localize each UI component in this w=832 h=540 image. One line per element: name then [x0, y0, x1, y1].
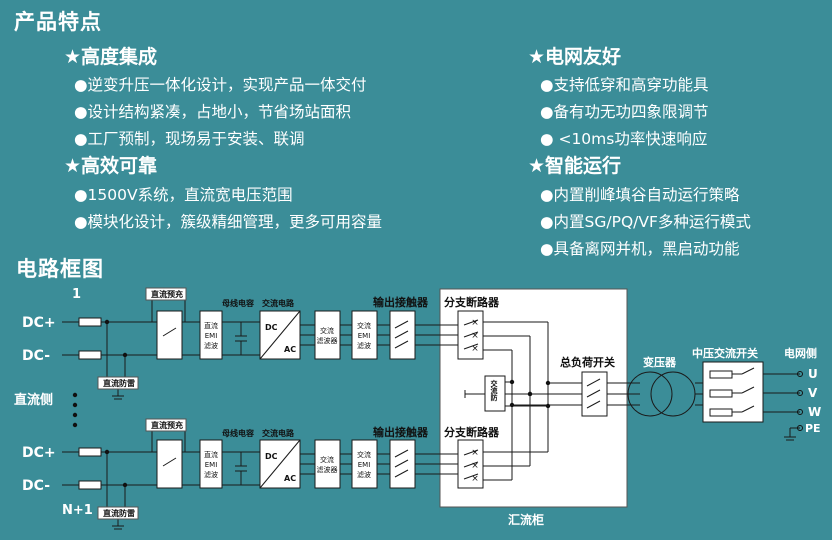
feature-title: ★电网友好 — [528, 46, 622, 68]
feature-item: ●逆变升压一体化设计，实现产品一体交付 — [74, 76, 367, 94]
inverter-dc-label-2: DC — [265, 452, 278, 461]
feature-item: ●模块化设计，簇级精细管理，更多可用容量 — [74, 213, 383, 231]
precharge-label: 直流预充 — [151, 289, 183, 299]
circuit-title: 电路框图 — [16, 257, 104, 281]
ac-circuit-label-2: 交流电路 — [262, 428, 295, 438]
feature-item: ●设计结构紧凑，占地小，节省场站面积 — [74, 103, 352, 121]
dc-plus-label-2: DC+ — [22, 445, 56, 461]
phase-v-label: V — [808, 386, 818, 400]
lightning-label-2: 直流防雷 — [103, 508, 135, 518]
feature-title: ★智能运行 — [528, 155, 622, 177]
pe-label: PE — [805, 422, 821, 435]
ac-lightning-label: 交流防 — [490, 379, 499, 402]
branch-breaker-label-2: 分支断路器 — [444, 425, 500, 439]
dc-emi-line3: 滤波 — [204, 341, 218, 350]
main-switch-label: 总负荷开关 — [560, 355, 615, 369]
combiner-label: 汇流柜 — [508, 512, 544, 527]
phase-u-label: U — [808, 367, 818, 381]
output-contactor-label-2: 输出接触器 — [373, 425, 429, 439]
svg-text:×: × — [471, 344, 479, 354]
phase-w-label: W — [808, 405, 821, 419]
dc-emi-line3-2: 滤波 — [204, 470, 218, 479]
mv-switch-label: 中压交流开关 — [692, 346, 758, 360]
unit-last-label: N+1 — [62, 503, 93, 518]
dc-emi-line1-2: 直流 — [204, 450, 218, 459]
ac-filter-line1-2: 交流 — [320, 455, 334, 464]
dc-side-label: 直流侧 — [14, 392, 53, 408]
ac-emi-line2: EMI — [358, 332, 371, 340]
unit-first-label: 1 — [72, 287, 81, 302]
ac-filter-line1: 交流 — [320, 326, 334, 335]
feature-item: ●内置削峰填谷自动运行策略 — [540, 186, 740, 204]
inverter-ac-label-2: AC — [284, 474, 296, 483]
feature-item: ●内置SG/PQ/VF多种运行模式 — [540, 213, 751, 231]
inverter-dc-label: DC — [265, 323, 278, 332]
grid-side-label: 电网侧 — [784, 346, 817, 360]
dc-emi-line2: EMI — [205, 332, 218, 340]
feature-item: ●1500V系统，直流宽电压范围 — [74, 186, 293, 204]
feature-item: ●具备离网并机，黑启动功能 — [540, 240, 740, 258]
ac-emi-line3: 滤波 — [357, 341, 371, 350]
bus-cap-label-2: 母线电容 — [222, 428, 254, 438]
svg-text:×: × — [471, 331, 479, 341]
svg-text:×: × — [471, 448, 479, 458]
transformer-label: 变压器 — [643, 355, 677, 369]
feature-title: ★高度集成 — [64, 46, 158, 68]
ac-filter-line2: 滤波器 — [317, 336, 338, 345]
dc-emi-line1: 直流 — [204, 321, 218, 330]
svg-text:×: × — [471, 474, 479, 484]
feature-item: ● <10ms功率快速响应 — [540, 130, 708, 148]
feature-title: ★高效可靠 — [64, 155, 158, 177]
precharge-label-2: 直流预充 — [151, 420, 183, 430]
ac-emi-line3-2: 滤波 — [357, 470, 371, 479]
feature-item: ●工厂预制，现场易于安装、联调 — [74, 130, 305, 148]
dc-emi-line2-2: EMI — [205, 461, 218, 469]
ac-emi-line2-2: EMI — [358, 461, 371, 469]
lightning-label: 直流防雷 — [103, 378, 135, 388]
feature-item: ●支持低穿和高穿功能具 — [540, 76, 709, 94]
features-left-2: ★高效可靠 ●1500V系统，直流宽电压范围 ●模块化设计，簇级精细管理，更多可… — [64, 151, 382, 232]
features-right-1: ★电网友好 ●支持低穿和高穿功能具 ●备有功无功四象限调节 ● <10ms功率快… — [528, 42, 709, 149]
features-left-1: ★高度集成 ●逆变升压一体化设计，实现产品一体交付 ●设计结构紧凑，占地小，节省… — [64, 42, 367, 149]
svg-text:×: × — [471, 461, 479, 471]
ac-filter-line2-2: 滤波器 — [317, 465, 338, 474]
inverter-ac-label: AC — [284, 345, 296, 354]
bus-cap-label: 母线电容 — [222, 298, 254, 308]
ac-circuit-label: 交流电路 — [262, 298, 295, 308]
svg-text:×: × — [471, 318, 479, 328]
ac-emi-line1: 交流 — [357, 321, 371, 330]
dc-minus-label-2: DC- — [22, 478, 50, 494]
page-heading: 产品特点 — [14, 10, 102, 34]
dc-minus-label: DC- — [22, 348, 50, 364]
features-right-2: ★智能运行 ●内置削峰填谷自动运行策略 ●内置SG/PQ/VF多种运行模式 ●具… — [528, 151, 751, 259]
branch-breaker-label: 分支断路器 — [444, 295, 500, 309]
ac-emi-line1-2: 交流 — [357, 450, 371, 459]
output-contactor-label: 输出接触器 — [373, 295, 429, 309]
feature-item: ●备有功无功四象限调节 — [540, 103, 709, 121]
dc-plus-label: DC+ — [22, 315, 56, 331]
